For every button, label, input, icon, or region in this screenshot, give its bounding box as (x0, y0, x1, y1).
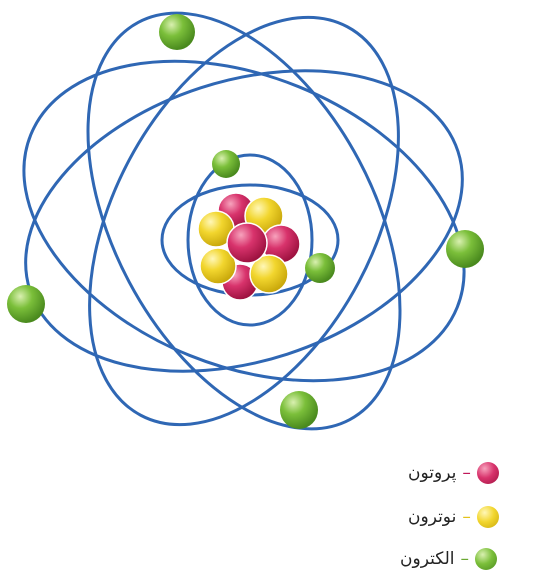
legend-electron-dash: – (461, 549, 470, 569)
neutron-swatch (477, 506, 499, 528)
legend-proton-dash: – (462, 463, 471, 483)
legend-neutron-label: نوترون (408, 507, 456, 527)
electron-swatch (475, 548, 497, 570)
electron (446, 230, 484, 268)
legend-neutron: نوترون – (408, 506, 499, 528)
legend-neutron-dash: – (462, 507, 471, 527)
nucleus (198, 193, 300, 300)
proton (227, 223, 267, 263)
electron (280, 391, 318, 429)
legend-electron-label: الکترون (400, 549, 455, 569)
proton-swatch (477, 462, 499, 484)
legend-electron: الکترون – (400, 548, 497, 570)
electron (305, 253, 335, 283)
electron (212, 150, 240, 178)
electron (159, 14, 195, 50)
electron (7, 285, 45, 323)
legend-proton-label: پروتون (408, 463, 456, 483)
legend-proton: پروتون – (408, 462, 499, 484)
